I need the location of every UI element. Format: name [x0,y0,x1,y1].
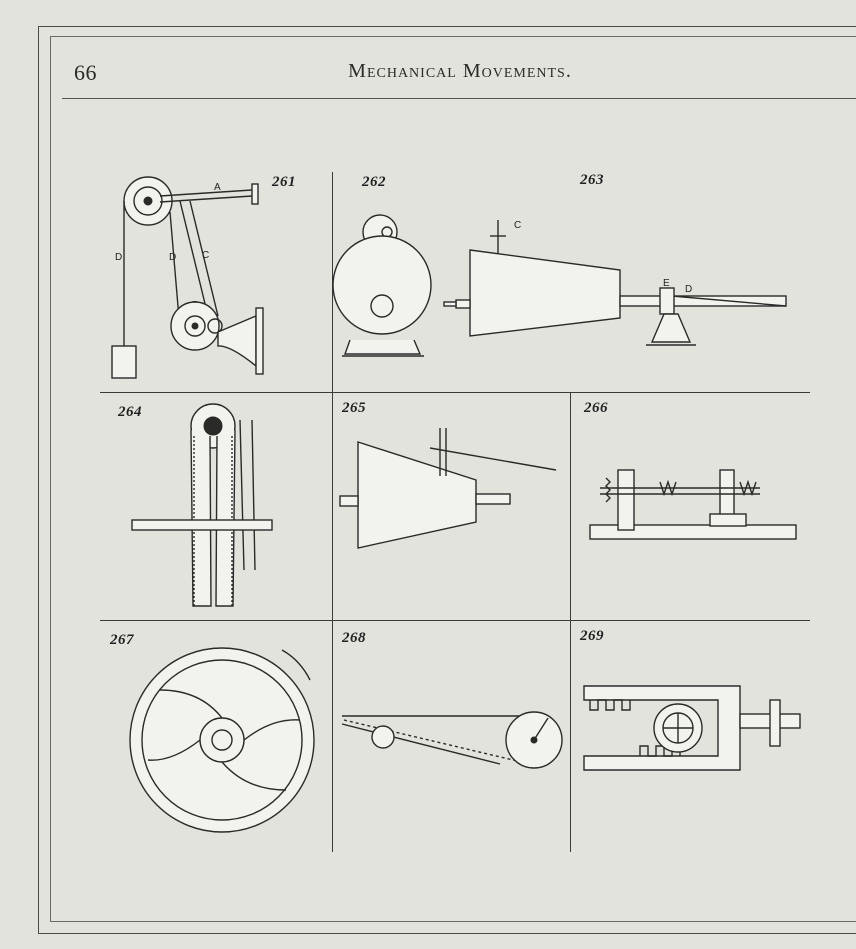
grid-rule-h1 [100,392,810,393]
header-rule [62,98,856,99]
figure-number-265: 265 [342,400,366,416]
label-261-d-right: D [169,252,177,263]
label-263-e: E [663,278,670,289]
figure-268-drawing [341,711,563,769]
page-border-inner [50,36,856,922]
label-263-c: C [514,220,522,231]
label-261-a: A [214,182,221,193]
figure-266-drawing [589,469,797,540]
label-261-c: C [202,250,210,261]
figure-269-drawing [583,685,801,771]
grid-rule-v2 [570,392,571,852]
figure-267-drawing [129,647,315,833]
figure-263-drawing [443,220,787,346]
figure-262-drawing [332,214,432,357]
figure-265-drawing [339,428,557,549]
figure-261-drawing [111,176,264,379]
figure-number-261: 261 [272,174,296,190]
figure-number-269: 269 [580,628,604,644]
page-number: 66 [74,60,97,85]
figure-264-drawing [131,403,273,607]
figure-number-268: 268 [342,630,366,646]
figure-number-264: 264 [118,404,142,420]
running-head: Mechanical Movements. [348,60,572,82]
figure-number-263: 263 [580,172,604,188]
label-261-d-left: D [115,252,123,263]
page-border-outer [38,26,856,934]
label-263-d: D [685,284,693,295]
grid-rule-v1 [332,172,333,852]
figure-number-262: 262 [362,174,386,190]
figure-number-266: 266 [584,400,608,416]
grid-rule-h2 [100,620,810,621]
figure-number-267: 267 [110,632,134,648]
